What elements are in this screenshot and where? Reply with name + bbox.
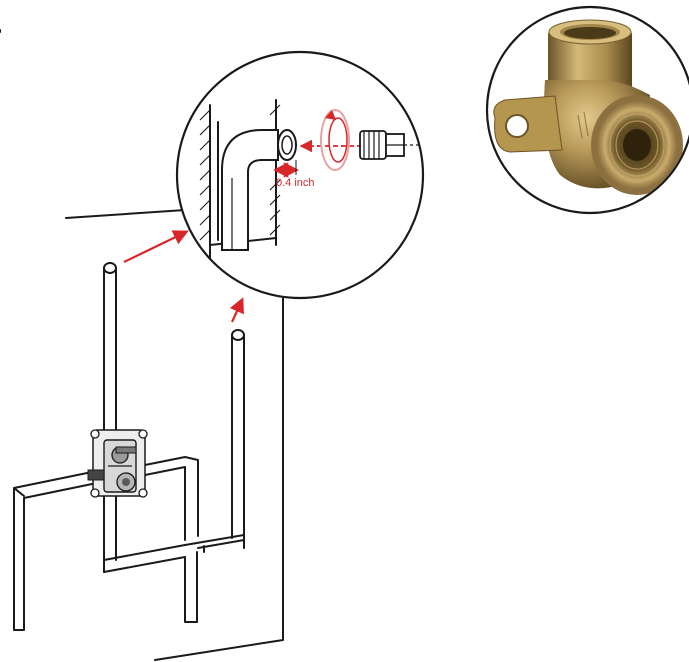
wall-outline — [0, 29, 284, 661]
threaded-fitting — [359, 130, 420, 160]
detail-callout-circle: 0.4 inch — [175, 50, 425, 300]
rotation-arrow-icon — [320, 109, 350, 171]
pipe-system — [13, 262, 245, 631]
shower-mixer-valve — [87, 429, 148, 498]
callout-arrows — [123, 230, 244, 323]
pipe-outlet-right — [231, 329, 245, 341]
pipe-outlet-left — [103, 262, 117, 274]
measurement-label: 0.4 inch — [276, 177, 315, 189]
brass-elbow-photo — [485, 5, 689, 215]
